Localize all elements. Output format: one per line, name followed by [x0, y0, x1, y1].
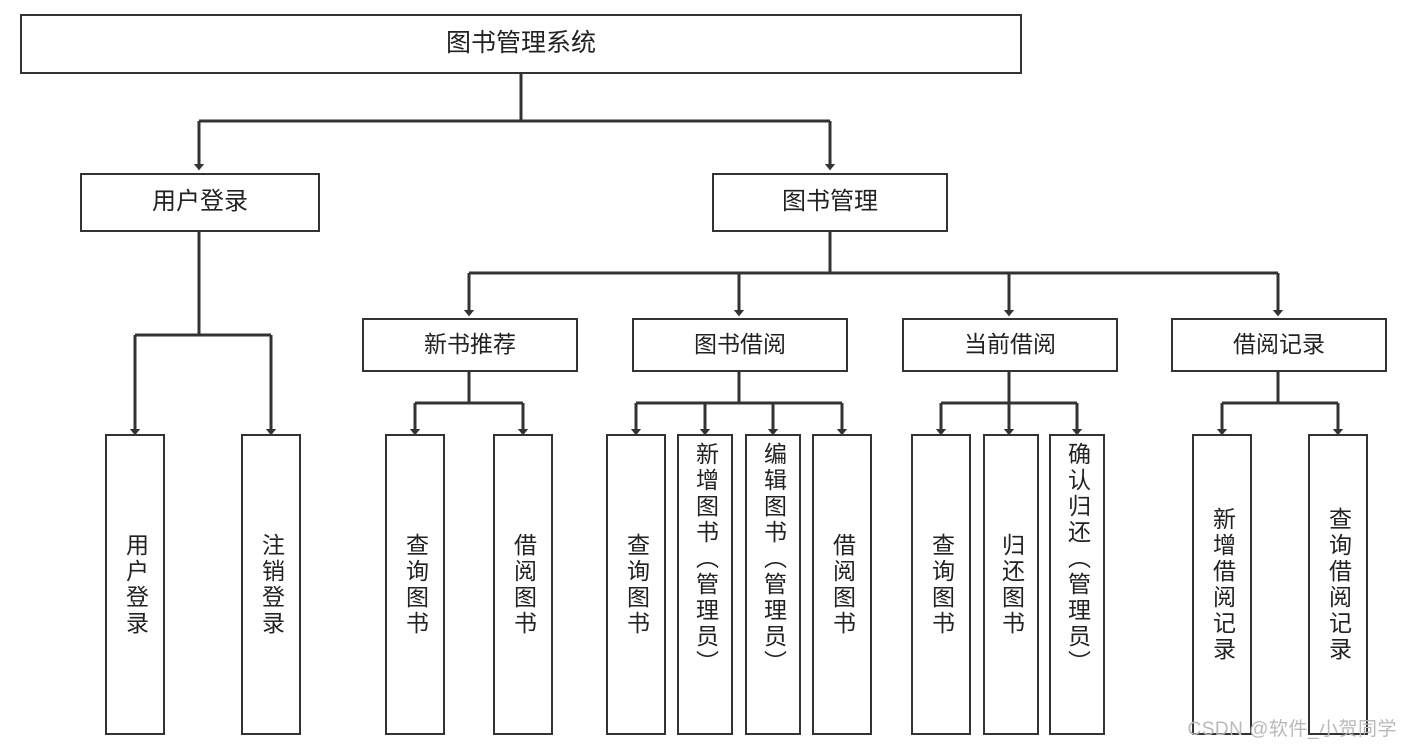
node-label: 归还图书	[998, 532, 1025, 637]
node-label: 注销登录	[258, 532, 285, 637]
node-label: 确认归还（管理员）	[1064, 442, 1091, 676]
node-label: 查询图书	[928, 532, 955, 637]
node-label: 查询图书	[623, 532, 650, 637]
csdn-watermark: CSDN @软件_小贺同学	[1187, 719, 1397, 740]
node-leaf-confirm-return-admin[interactable]: 确认归还（管理员）	[1049, 434, 1105, 735]
node-label: 图书管理	[782, 188, 878, 216]
node-leaf-user-login[interactable]: 用户登录	[105, 434, 165, 735]
node-leaf-add-borrow-record[interactable]: 新增借阅记录	[1192, 434, 1252, 735]
node-leaf-add-book-admin[interactable]: 新增图书（管理员）	[677, 434, 733, 735]
node-label: 用户登录	[152, 188, 248, 216]
node-label: 编辑图书（管理员）	[760, 442, 787, 676]
node-new-book-recommend[interactable]: 新书推荐	[362, 318, 578, 372]
node-leaf-borrow-book-recommend[interactable]: 借阅图书	[493, 434, 553, 735]
node-label: 借阅图书	[510, 532, 537, 637]
node-label: 查询借阅记录	[1325, 506, 1352, 663]
node-leaf-return-book[interactable]: 归还图书	[983, 434, 1039, 735]
node-user-login[interactable]: 用户登录	[80, 173, 320, 232]
node-label: 新书推荐	[424, 331, 516, 358]
node-leaf-query-book-borrow[interactable]: 查询图书	[606, 434, 666, 735]
node-leaf-borrow-book[interactable]: 借阅图书	[812, 434, 872, 735]
node-label: 新增借阅记录	[1209, 506, 1236, 663]
node-label: 借阅记录	[1233, 331, 1325, 358]
node-label: 当前借阅	[964, 331, 1056, 358]
node-leaf-query-book-current[interactable]: 查询图书	[911, 434, 971, 735]
node-book-management[interactable]: 图书管理	[712, 173, 948, 232]
node-label: 查询图书	[402, 532, 429, 637]
node-current-borrow[interactable]: 当前借阅	[902, 318, 1118, 372]
node-label: 用户登录	[122, 532, 149, 637]
node-leaf-query-book-recommend[interactable]: 查询图书	[385, 434, 445, 735]
node-label: 图书借阅	[694, 331, 786, 358]
node-leaf-query-borrow-record[interactable]: 查询借阅记录	[1308, 434, 1368, 735]
node-label: 新增图书（管理员）	[692, 442, 719, 676]
node-label: 借阅图书	[829, 532, 856, 637]
node-leaf-logout-login[interactable]: 注销登录	[241, 434, 301, 735]
node-leaf-edit-book-admin[interactable]: 编辑图书（管理员）	[745, 434, 801, 735]
node-label: 图书管理系统	[445, 29, 596, 58]
node-root-book-management-system[interactable]: 图书管理系统	[20, 14, 1022, 74]
node-borrow-record[interactable]: 借阅记录	[1171, 318, 1387, 372]
node-book-borrow[interactable]: 图书借阅	[632, 318, 848, 372]
